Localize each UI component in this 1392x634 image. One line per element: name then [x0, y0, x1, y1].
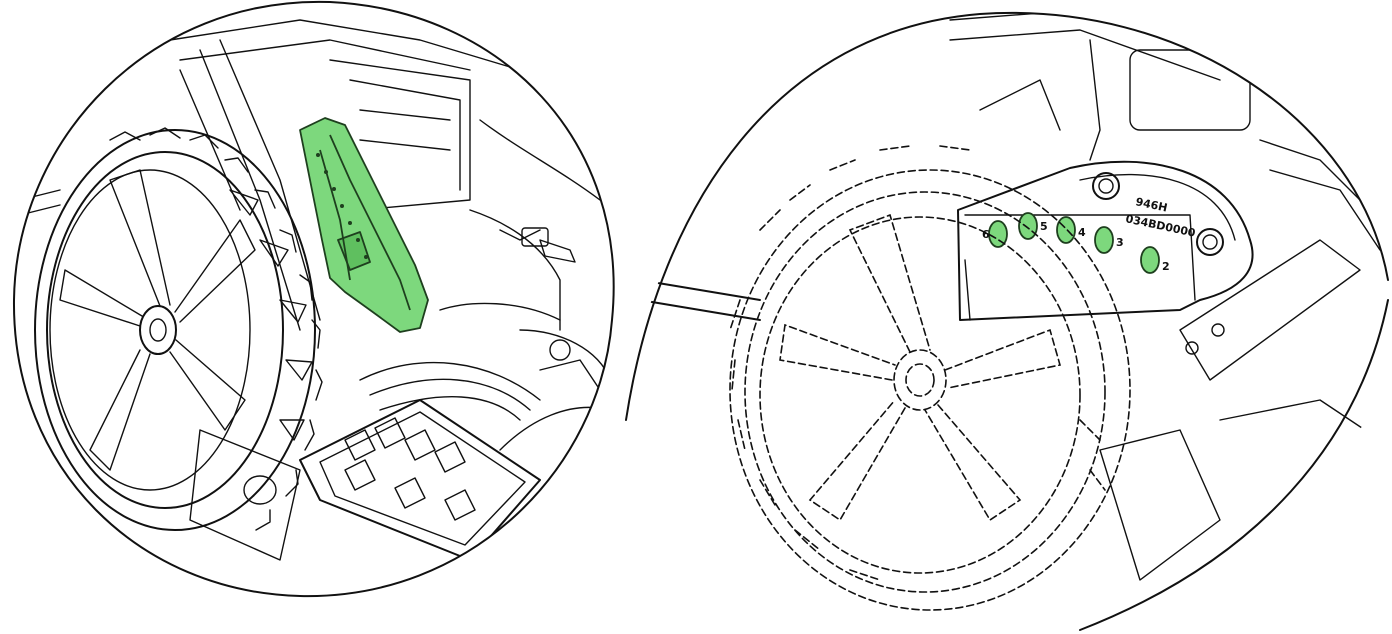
warning-label-plate: [189, 399, 541, 561]
left-detail-drawing: [12, 0, 615, 598]
right-detail-view: 946H 034BD0000 6 5 4 3 2: [620, 0, 1392, 634]
height-slot-6-label: 6: [982, 228, 990, 241]
left-detail-view: [0, 0, 660, 634]
lever-holes: [316, 153, 368, 259]
right-wheel-hidden-lines: [729, 145, 1131, 611]
height-adjust-lever-highlight: [299, 117, 429, 333]
height-slot-2: [1140, 246, 1160, 274]
plate-serial-label: 034BD0000: [1124, 212, 1197, 240]
right-detail-drawing: 946H 034BD0000 6 5 4 3 2: [625, 11, 1389, 631]
height-slot-5: [1018, 212, 1038, 240]
height-slot-5-label: 5: [1040, 220, 1048, 233]
lever-body: [299, 117, 429, 333]
height-slot-2-label: 2: [1162, 260, 1170, 273]
height-slot-4-label: 4: [1078, 226, 1086, 239]
right-view-outline: [625, 11, 1389, 421]
grass-chute: [359, 361, 541, 421]
left-circle-outline: [12, 0, 615, 598]
mower-body-lines: [19, 19, 611, 451]
height-slots: 6 5 4 3 2: [982, 212, 1170, 274]
axle-bar: [639, 279, 761, 321]
height-slot-4: [1056, 216, 1076, 244]
height-slot-3: [1094, 226, 1114, 254]
height-slot-3-label: 3: [1116, 236, 1124, 249]
plate-model-label: 946H: [1134, 195, 1168, 214]
left-wheel: [34, 127, 323, 531]
mower-frame-lines: [949, 12, 1381, 581]
